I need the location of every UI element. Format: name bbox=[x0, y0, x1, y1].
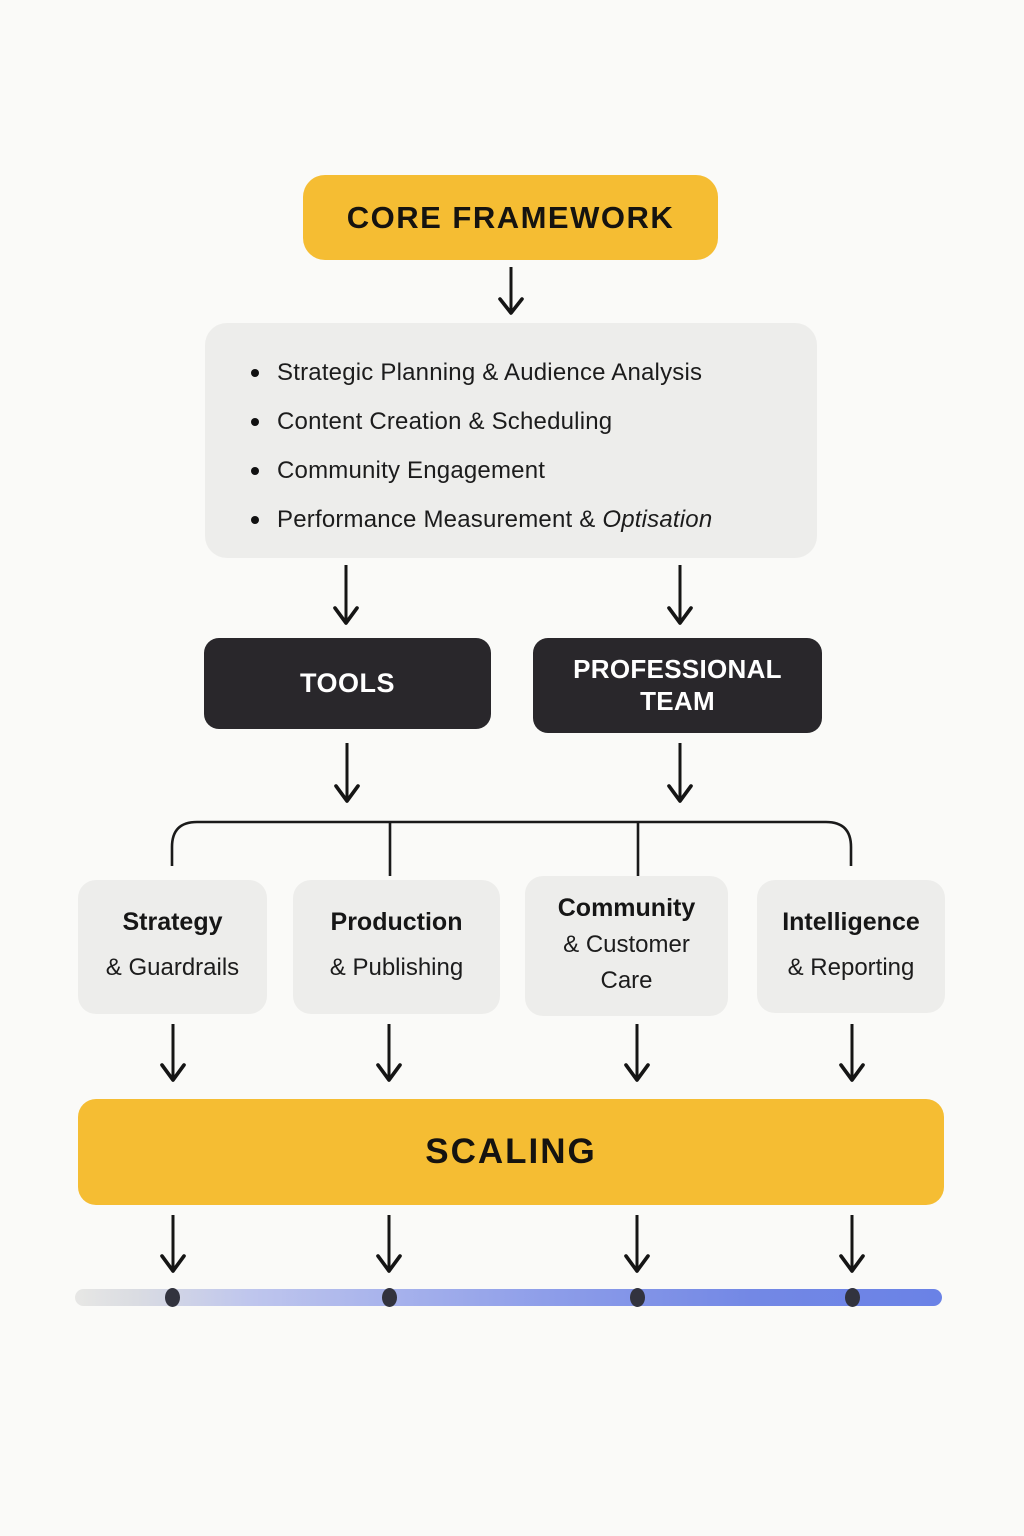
pillar-title: Intelligence bbox=[782, 907, 920, 936]
pillar-subtitle: & Reporting bbox=[787, 953, 915, 981]
list-item-text: Performance Measurement & Optisation bbox=[277, 505, 713, 533]
down-arrow-icon bbox=[373, 1214, 405, 1274]
down-arrow-icon bbox=[373, 1023, 405, 1083]
bullet-icon bbox=[251, 417, 259, 426]
professional-team-label: PROFESSIONAL TEAM bbox=[573, 653, 782, 716]
down-arrow-icon bbox=[330, 564, 362, 626]
pillar-subtitle: & Publishing bbox=[329, 954, 464, 981]
down-arrow-icon bbox=[664, 742, 696, 804]
pillar-title: Community bbox=[557, 893, 696, 922]
scaling-box: SCALING bbox=[78, 1099, 944, 1205]
pillar-title: Strategy bbox=[122, 908, 223, 936]
pillar-subtitle: & Customer Care bbox=[563, 930, 690, 994]
list-item: Performance Measurement & Optisation bbox=[247, 495, 787, 544]
list-item-text: Community Engagement bbox=[277, 456, 546, 484]
bullet-icon bbox=[251, 466, 259, 475]
timeline-dot bbox=[845, 1288, 860, 1307]
core-framework-box: CORE FRAMEWORK bbox=[303, 175, 718, 260]
pillar-production-box: Production & Publishing bbox=[293, 880, 500, 1014]
down-arrow-icon bbox=[331, 742, 363, 804]
timeline-dot bbox=[165, 1288, 180, 1307]
tools-label: TOOLS bbox=[299, 668, 395, 699]
list-item: Strategic Planning & Audience Analysis bbox=[247, 348, 787, 397]
timeline-dot bbox=[630, 1288, 645, 1307]
down-arrow-icon bbox=[836, 1214, 868, 1274]
tools-box: TOOLS bbox=[204, 638, 491, 729]
down-arrow-icon bbox=[621, 1023, 653, 1083]
list-item: Community Engagement bbox=[247, 446, 787, 495]
bullet-icon bbox=[251, 515, 259, 524]
bracket-connector bbox=[150, 812, 880, 882]
core-framework-label: CORE FRAMEWORK bbox=[346, 199, 675, 235]
list-item: Content Creation & Scheduling bbox=[247, 397, 787, 446]
pillar-intelligence-box: Intelligence & Reporting bbox=[757, 880, 945, 1013]
down-arrow-icon bbox=[495, 266, 527, 316]
down-arrow-icon bbox=[157, 1023, 189, 1083]
bullet-icon bbox=[251, 368, 259, 377]
timeline-bar bbox=[75, 1288, 942, 1307]
down-arrow-icon bbox=[836, 1023, 868, 1083]
professional-team-box: PROFESSIONAL TEAM bbox=[533, 638, 822, 733]
down-arrow-icon bbox=[664, 564, 696, 626]
timeline-dot bbox=[382, 1288, 397, 1307]
down-arrow-icon bbox=[621, 1214, 653, 1274]
pillar-subtitle: & Guardrails bbox=[105, 954, 240, 981]
list-item-text: Strategic Planning & Audience Analysis bbox=[277, 358, 703, 386]
pillar-community-box: Community & Customer Care bbox=[525, 876, 728, 1016]
pillar-strategy-box: Strategy & Guardrails bbox=[78, 880, 267, 1014]
down-arrow-icon bbox=[157, 1214, 189, 1274]
list-item-text: Content Creation & Scheduling bbox=[277, 407, 613, 435]
scaling-label: SCALING bbox=[425, 1132, 597, 1171]
pillar-title: Production bbox=[330, 908, 463, 936]
framework-list: Strategic Planning & Audience Analysis C… bbox=[205, 323, 817, 558]
